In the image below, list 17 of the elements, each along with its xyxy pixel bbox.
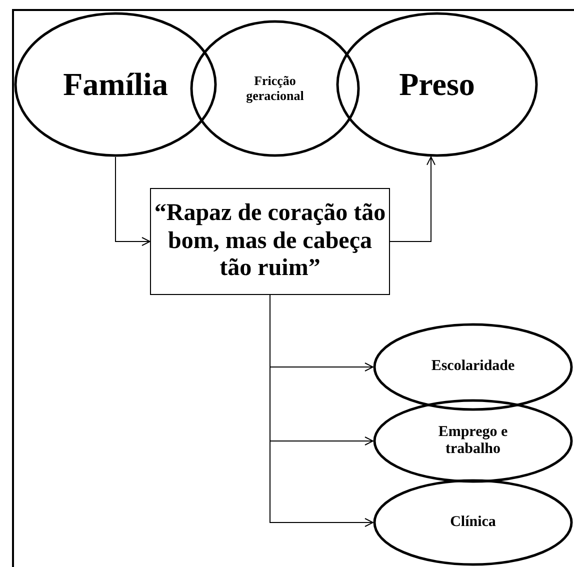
node-label: Fricção geracional: [245, 74, 305, 104]
ellipse-node: [373, 479, 573, 566]
ellipse-node: [373, 399, 573, 483]
arrow: [115, 156, 150, 246]
quote-box: [150, 188, 390, 295]
node-label: Família: [63, 66, 168, 103]
ellipse-node: [190, 20, 360, 157]
ellipse-node: [14, 12, 217, 157]
arrow: [390, 156, 436, 242]
ellipse-node: [336, 12, 538, 157]
ellipse-node: [373, 323, 573, 411]
node-label: Clínica: [450, 514, 496, 532]
node-label: Escolaridade: [431, 358, 515, 376]
node-label: Emprego e trabalho: [437, 424, 509, 458]
node-label: Preso: [399, 66, 475, 103]
arrow: [270, 294, 374, 527]
node-label: “Rapaz de coração tão bom, mas de cabeça tão ruim”: [153, 200, 387, 283]
